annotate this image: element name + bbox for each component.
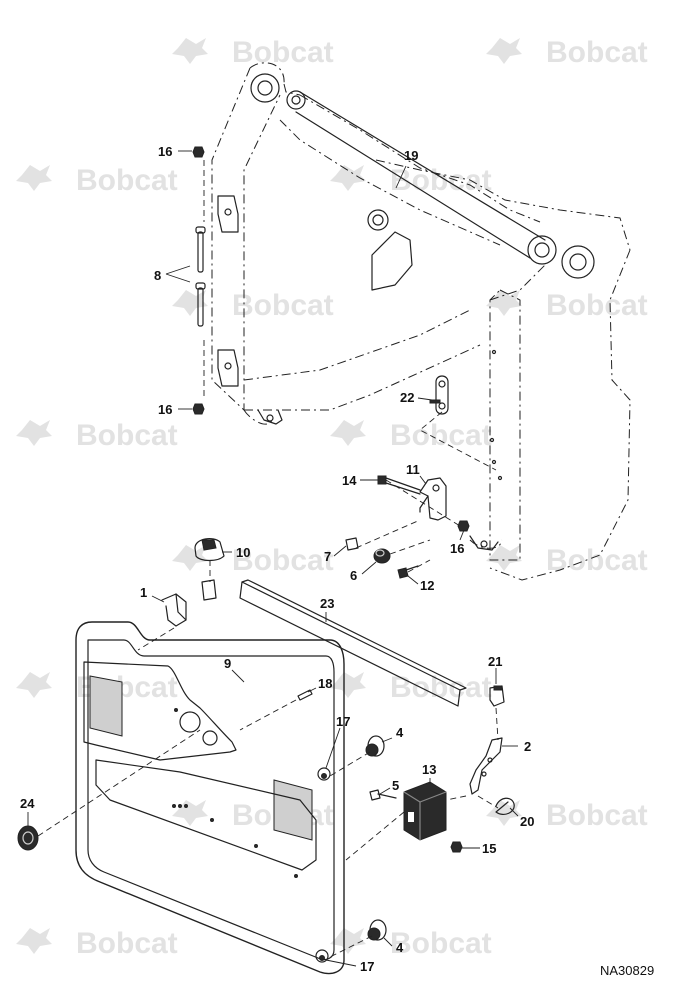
part-1-clip <box>161 593 187 627</box>
watermark-6: Bobcat <box>486 289 648 322</box>
part-16-nut-bottom <box>192 403 205 415</box>
callout-14: 14 <box>342 473 357 488</box>
watermark-2: Bobcat <box>486 36 648 69</box>
part-13-block <box>403 781 447 841</box>
callout-7: 7 <box>324 549 331 564</box>
part-9-door-panel <box>75 621 345 975</box>
part-5-bolt <box>369 789 397 801</box>
watermark-text: Bobcat <box>76 419 178 452</box>
callout-12: 12 <box>420 578 434 593</box>
watermark-1: Bobcat <box>172 36 334 69</box>
part-21-knob <box>489 685 505 707</box>
loader-frame-outline <box>211 62 631 581</box>
watermark-text: Bobcat <box>76 927 178 960</box>
callout-labels: 16 19 8 16 22 11 14 10 7 16 6 12 1 23 9 … <box>20 144 534 974</box>
loader-frame-details <box>217 73 595 551</box>
watermark-text: Bobcat <box>76 164 178 197</box>
watermark-5: Bobcat <box>172 289 334 322</box>
part-6-bushing <box>373 548 391 564</box>
callout-6: 6 <box>350 568 357 583</box>
part-8-pins <box>195 226 206 327</box>
callout-16: 16 <box>450 541 464 556</box>
callout-22: 22 <box>400 390 414 405</box>
callout-24: 24 <box>20 796 35 811</box>
part-10-pad <box>194 538 225 562</box>
part-24-knob <box>17 825 39 851</box>
watermark-layer: Bobcat Bobcat Bobcat Bobcat Bobcat Bobca… <box>16 36 648 960</box>
watermark-text: Bobcat <box>546 799 648 832</box>
drawing-number: NA30829 <box>600 963 654 978</box>
callout-18: 18 <box>318 676 332 691</box>
callout-11: 11 <box>406 462 420 477</box>
callout-9: 9 <box>224 656 231 671</box>
leader-lines <box>27 150 519 967</box>
callout-1: 1 <box>140 585 147 600</box>
callout-4: 4 <box>396 940 404 955</box>
part-14-bolt <box>377 475 421 495</box>
part-20-spring-clip <box>495 797 515 816</box>
watermark-text: Bobcat <box>232 289 334 322</box>
part-18-spring-pin <box>297 689 313 701</box>
callout-15: 15 <box>482 841 496 856</box>
callout-19: 19 <box>404 148 418 163</box>
watermark-4: Bobcat <box>330 164 492 197</box>
assembly-lines <box>37 160 499 959</box>
callout-4: 4 <box>396 725 404 740</box>
part-16-nut-top <box>192 146 205 158</box>
callout-8: 8 <box>154 268 161 283</box>
callout-16: 16 <box>158 402 172 417</box>
watermark-12: Bobcat <box>330 671 492 704</box>
watermark-text: Bobcat <box>546 36 648 69</box>
watermark-text: Bobcat <box>232 544 334 577</box>
callout-13: 13 <box>422 762 436 777</box>
part-22-link-plate <box>429 375 449 415</box>
watermark-9: Bobcat <box>172 544 334 577</box>
watermark-text: Bobcat <box>546 289 648 322</box>
part-7-pin <box>345 537 359 551</box>
watermark-text: Bobcat <box>546 544 648 577</box>
callout-17: 17 <box>336 714 350 729</box>
callout-21: 21 <box>488 654 502 669</box>
watermark-7: Bobcat <box>16 419 178 452</box>
part-11-bracket <box>419 477 447 521</box>
callout-10: 10 <box>236 545 250 560</box>
watermark-14: Bobcat <box>486 799 648 832</box>
callout-5: 5 <box>392 778 399 793</box>
part-latch-bracket <box>201 579 217 601</box>
callout-2: 2 <box>524 739 531 754</box>
watermark-text: Bobcat <box>390 419 492 452</box>
callout-17: 17 <box>360 959 374 974</box>
watermark-text: Bobcat <box>232 36 334 69</box>
part-16-nut-middle <box>457 520 470 532</box>
watermark-10: Bobcat <box>486 544 648 577</box>
watermark-text: Bobcat <box>390 927 492 960</box>
watermark-3: Bobcat <box>16 164 178 197</box>
watermark-8: Bobcat <box>330 419 492 452</box>
watermark-15: Bobcat <box>16 927 178 960</box>
watermark-text: Bobcat <box>390 164 492 197</box>
callout-20: 20 <box>520 814 534 829</box>
part-23-seal-strip <box>239 579 467 707</box>
callout-23: 23 <box>320 596 334 611</box>
part-15-nut <box>450 841 463 853</box>
callout-16: 16 <box>158 144 172 159</box>
watermark-text: Bobcat <box>390 671 492 704</box>
watermark-16: Bobcat <box>330 927 492 960</box>
part-2-latch <box>469 737 503 795</box>
